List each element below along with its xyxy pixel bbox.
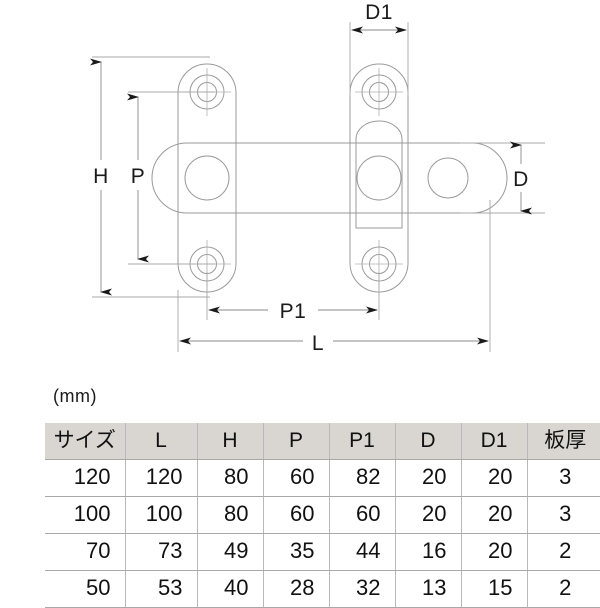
cell-h: 40: [197, 570, 264, 608]
cell-p: 60: [263, 459, 330, 497]
table-header-row: サイズ L H P P1 D D1 板厚: [45, 423, 600, 460]
table-row: 120 120 80 60 82 20 20 3: [45, 459, 600, 497]
column-header-p: P: [263, 423, 330, 460]
cell-d: 16: [395, 533, 462, 571]
dim-label-d: D: [513, 168, 529, 191]
dimension-line-group: [90, 26, 532, 345]
cell-thickness: 2: [527, 570, 600, 608]
bar-center-hole: [356, 155, 402, 201]
bar-right-hole: [427, 157, 469, 199]
cell-l: 53: [125, 570, 198, 608]
cell-p1: 60: [329, 496, 396, 534]
table-row: 70 73 49 35 44 16 20 2: [45, 533, 600, 571]
cell-size: 70: [45, 533, 126, 571]
cell-p: 28: [263, 570, 330, 608]
left-plate-outline: [177, 63, 237, 293]
dim-label-d1: D1: [365, 1, 393, 24]
cell-d: 20: [395, 496, 462, 534]
cell-h: 80: [197, 496, 264, 534]
cell-p1: 44: [329, 533, 396, 571]
technical-drawing: H P P1 L D1 D: [90, 1, 545, 355]
column-header-size: サイズ: [45, 423, 126, 460]
right-plate-outline: [349, 63, 409, 293]
latch-bar-outline: [151, 142, 508, 214]
cell-d1: 20: [461, 533, 528, 571]
spec-table-container: サイズ L H P P1 D D1 板厚 120 120 80 60 82: [45, 423, 600, 608]
cell-p: 60: [263, 496, 330, 534]
table-row: 100 100 80 60 60 20 20 3: [45, 496, 600, 534]
cell-size: 50: [45, 570, 126, 608]
column-header-d: D: [395, 423, 462, 460]
cell-size: 120: [45, 459, 126, 497]
dim-label-h: H: [93, 165, 109, 188]
cell-p1: 32: [329, 570, 396, 608]
cell-d1: 20: [461, 459, 528, 497]
cell-thickness: 3: [527, 459, 600, 497]
centre-mark-group: [183, 68, 403, 288]
spec-table: サイズ L H P P1 D D1 板厚 120 120 80 60 82: [45, 423, 600, 608]
cell-h: 49: [197, 533, 264, 571]
units-note: (mm): [53, 386, 97, 406]
cell-l: 100: [125, 496, 198, 534]
cell-size: 100: [45, 496, 126, 534]
cell-h: 80: [197, 459, 264, 497]
cell-p: 35: [263, 533, 330, 571]
cell-thickness: 2: [527, 533, 600, 571]
dimension-label-group: H P P1 L D1 D: [93, 1, 529, 355]
drawing-canvas: H P P1 L D1 D: [90, 1, 545, 355]
bar-left-hole: [184, 155, 230, 201]
extension-line-group: [92, 22, 545, 352]
column-header-thickness: 板厚: [527, 423, 600, 460]
part-outline-group: [151, 63, 508, 293]
dim-label-p: P: [131, 165, 146, 188]
column-header-h: H: [197, 423, 264, 460]
column-header-l: L: [125, 423, 198, 460]
cell-p1: 82: [329, 459, 396, 497]
cell-l: 120: [125, 459, 198, 497]
cell-d: 20: [395, 459, 462, 497]
dim-label-l: L: [312, 332, 324, 355]
cell-thickness: 3: [527, 496, 600, 534]
cell-d1: 20: [461, 496, 528, 534]
pivot-block-outline: [355, 120, 403, 229]
column-header-d1: D1: [461, 423, 528, 460]
table-row: 50 53 40 28 32 13 15 2: [45, 570, 600, 608]
column-header-p1: P1: [329, 423, 396, 460]
cell-d: 13: [395, 570, 462, 608]
cell-l: 73: [125, 533, 198, 571]
cell-d1: 15: [461, 570, 528, 608]
dim-label-p1: P1: [280, 300, 307, 323]
